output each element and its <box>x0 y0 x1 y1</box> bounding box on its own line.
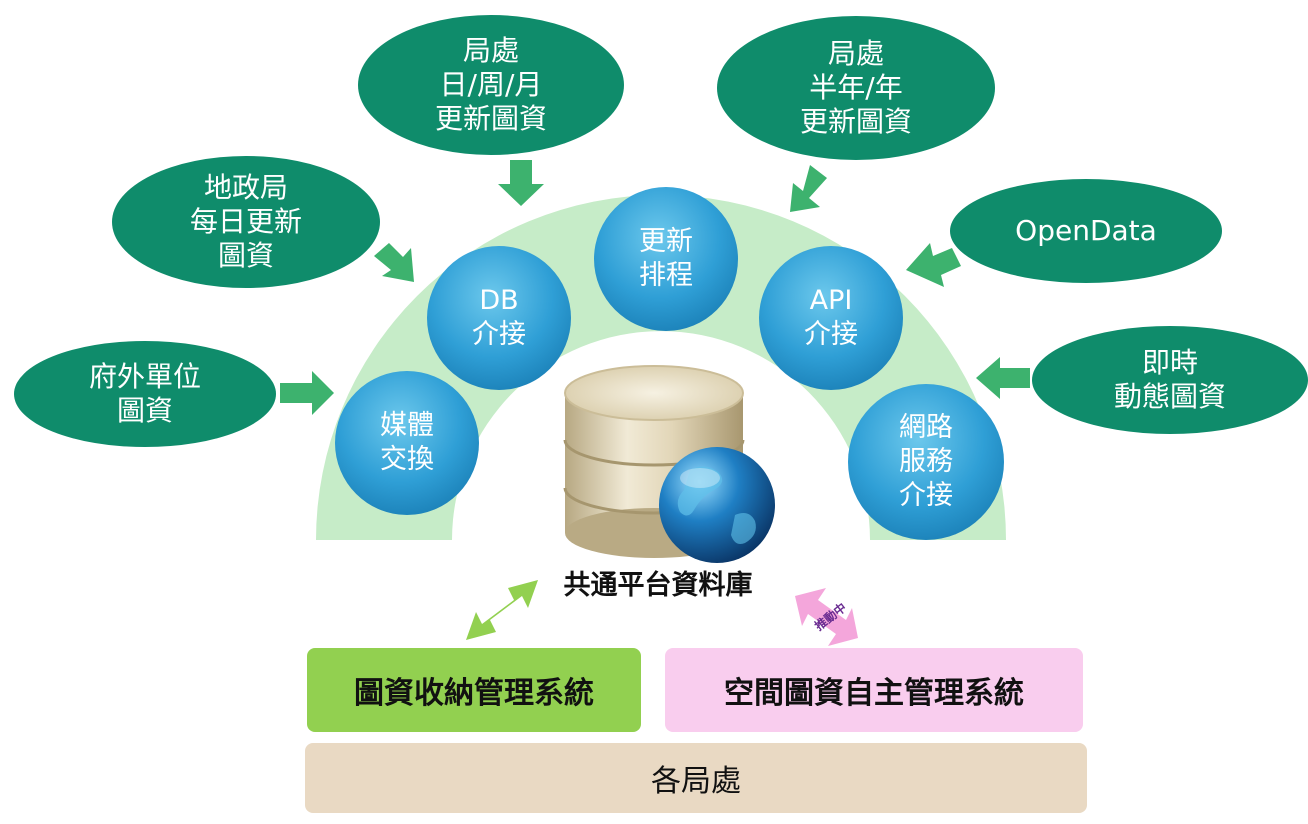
collection-system-box: 圖資收納管理系統 <box>307 648 641 732</box>
source-realtime-ellipse <box>1032 326 1308 434</box>
method-schedule-label: 更新 排程 <box>639 226 693 291</box>
arrow-realtime <box>976 357 1030 399</box>
method-media-label: 媒體 交換 <box>380 410 434 475</box>
source-realtime-label: 即時 動態圖資 <box>1113 346 1226 413</box>
source-opendata-label: OpenData <box>1015 214 1157 247</box>
sync-arrow-autonomous <box>795 588 858 646</box>
source-bureau-daily-ellipse <box>358 15 624 155</box>
method-db-circle <box>427 246 571 390</box>
globe-icon <box>659 447 775 563</box>
method-db-label: DB 介接 <box>472 285 526 350</box>
source-external-ellipse <box>14 341 276 447</box>
method-media-circle <box>335 371 479 515</box>
autonomous-system-box: 空間圖資自主管理系統 <box>665 648 1083 732</box>
source-land-office-label: 地政局 每日更新 圖資 <box>189 171 302 272</box>
collection-system-label: 圖資收納管理系統 <box>354 676 594 711</box>
autonomous-system-label: 空間圖資自主管理系統 <box>724 676 1024 711</box>
method-web-label: 網路 服務 介接 <box>899 412 953 511</box>
method-schedule-circle <box>594 187 738 331</box>
method-web-circle <box>848 384 1004 540</box>
method-api-circle <box>759 246 903 390</box>
arrow-land-office <box>374 243 414 282</box>
source-opendata-ellipse <box>950 179 1222 283</box>
arrow-external <box>280 371 334 415</box>
source-bureau-daily-label: 局處 日/周/月 更新圖資 <box>434 34 547 135</box>
bureaus-box: 各局處 <box>305 743 1087 813</box>
bureaus-label: 各局處 <box>651 764 741 799</box>
source-external-label: 府外單位 圖資 <box>88 360 201 427</box>
arrow-bureau-yearly <box>790 165 827 212</box>
source-bureau-yearly-ellipse <box>717 16 995 160</box>
arrow-opendata <box>906 243 961 287</box>
source-bureau-yearly-label: 局處 半年/年 更新圖資 <box>799 37 912 138</box>
arrow-bureau-daily <box>498 160 544 206</box>
method-api-label: API 介接 <box>804 285 858 350</box>
sync-arrow-collection <box>466 580 538 640</box>
source-land-office-ellipse <box>112 156 380 288</box>
database-label: 共通平台資料庫 <box>563 569 753 601</box>
